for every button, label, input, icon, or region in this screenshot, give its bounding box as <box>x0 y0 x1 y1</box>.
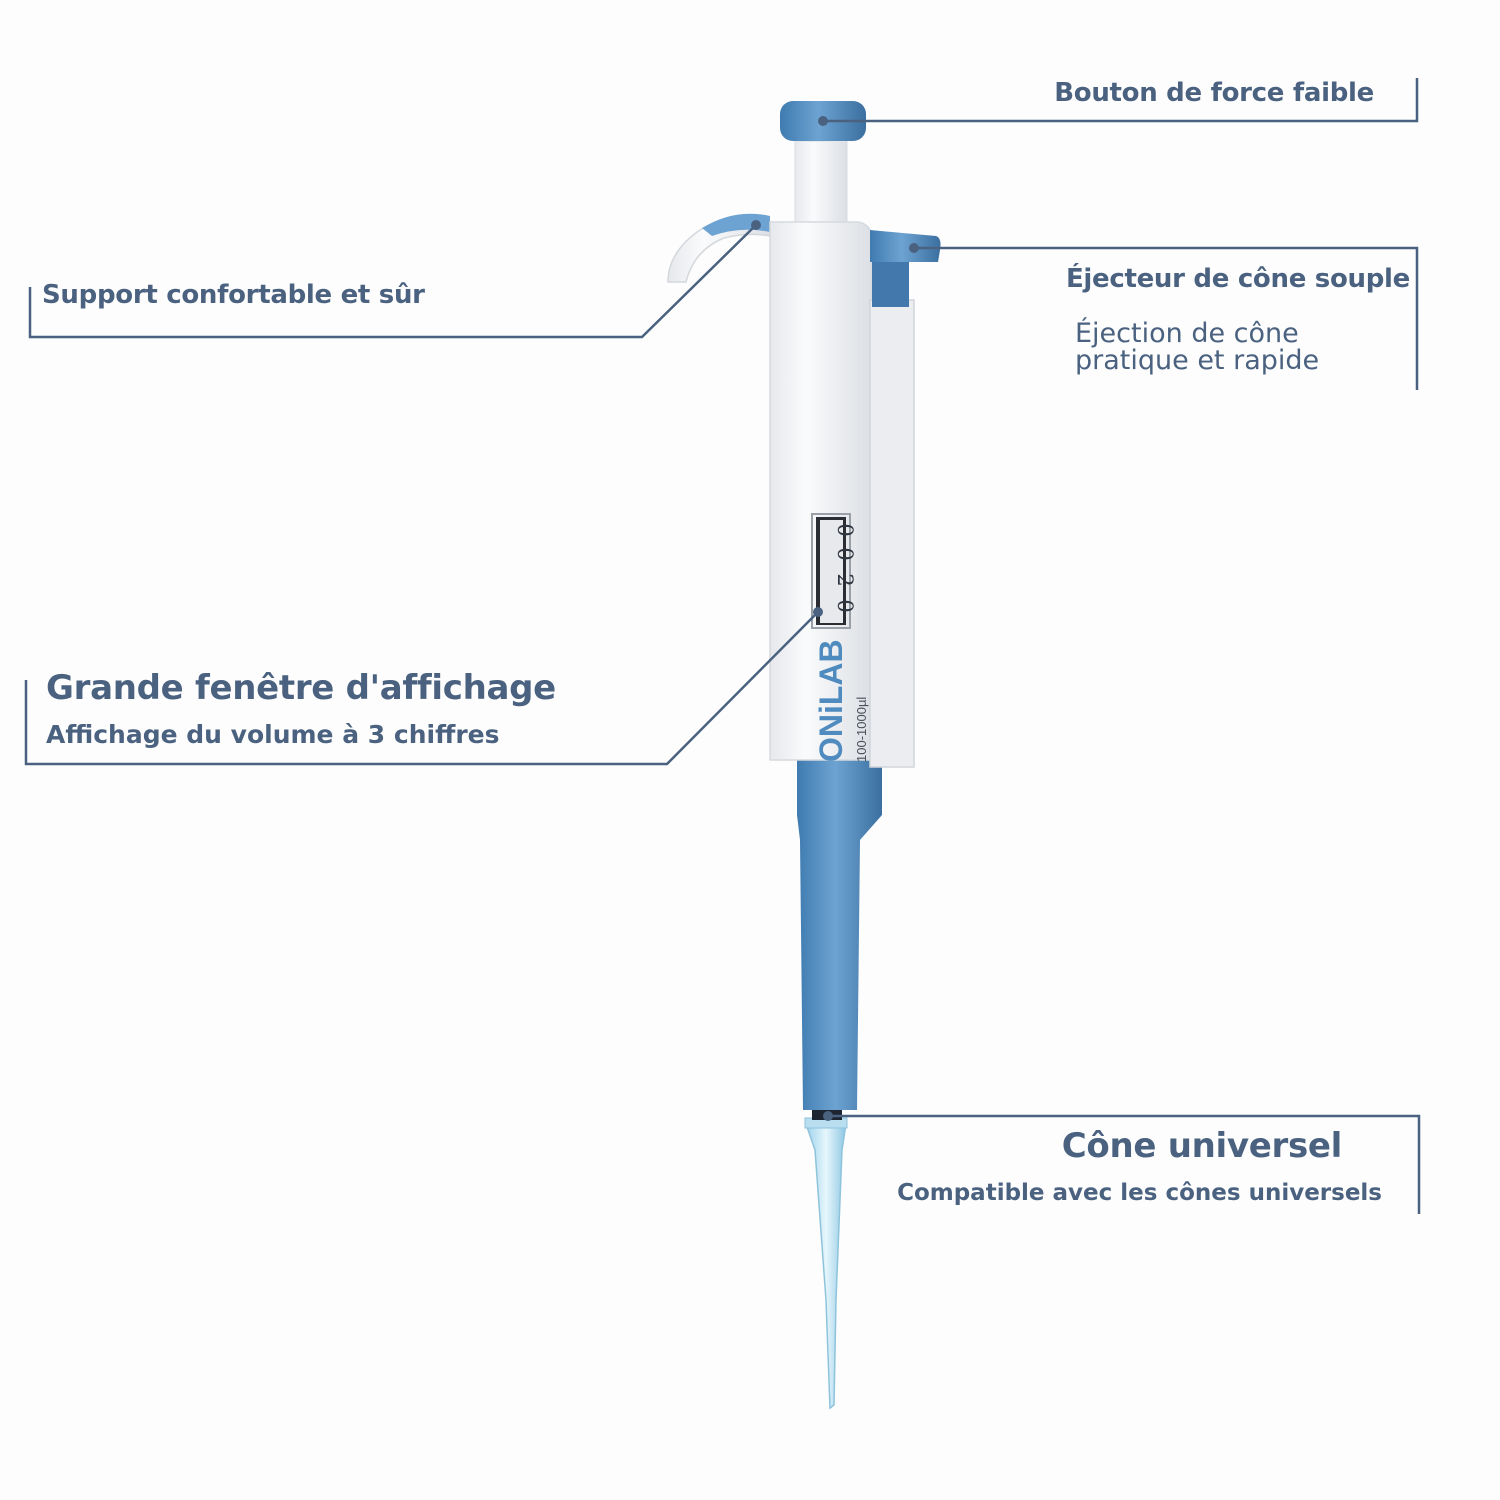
callout-plunger-title: Bouton de force faible <box>1054 78 1374 108</box>
callout-tip-title: Cône universel <box>1061 1126 1343 1166</box>
leader-dots <box>751 116 919 1121</box>
leader-tip <box>828 1114 1421 1214</box>
callout-display-subtitle: Affichage du volume à 3 chiffres <box>46 720 500 749</box>
leader-ejector <box>914 246 1419 390</box>
leader-lines <box>24 78 1421 1214</box>
leader-plunger <box>823 78 1419 123</box>
volume-display: 0 2 0 0 <box>811 513 857 629</box>
leader-display <box>24 611 819 766</box>
callout-grip-title: Support confortable et sûr <box>42 280 425 310</box>
pipette-tip <box>804 1117 848 1410</box>
leader-grip <box>28 224 757 339</box>
display-digit-2: 2 <box>833 573 857 586</box>
callout-tip-subtitle: Compatible avec les cônes universels <box>897 1180 1382 1206</box>
callout-ejector-title: Éjecteur de cône souple <box>1065 264 1410 294</box>
callout-ejector-desc-line1: Éjection de cône <box>1075 318 1299 349</box>
display-digit-1: 0 <box>833 599 857 612</box>
volume-range: 100-1000µl <box>854 697 869 762</box>
tip-ejector <box>869 230 941 768</box>
display-digit-4: 0 <box>833 523 857 536</box>
plunger <box>780 101 866 228</box>
pipette-shaft <box>797 758 882 1110</box>
callout-display-title: Grande fenêtre d'affichage <box>46 668 556 708</box>
callout-ejector-desc-line2: pratique et rapide <box>1075 345 1320 376</box>
brand-logo: ONiLAB <box>813 639 849 762</box>
display-digit-3: 0 <box>833 547 857 560</box>
